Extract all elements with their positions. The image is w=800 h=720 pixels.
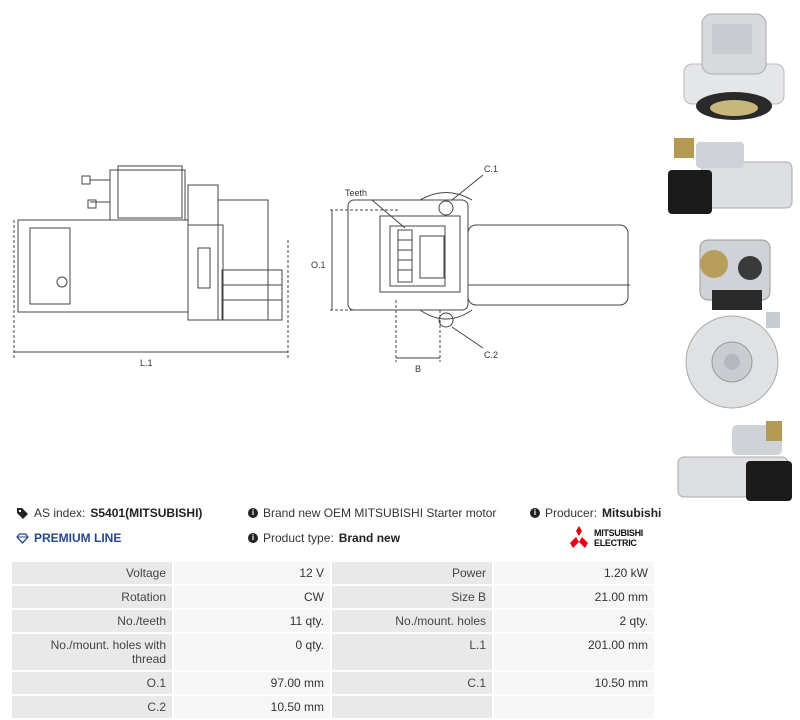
product-photo-3 [662, 228, 800, 323]
diamond-icon [16, 532, 29, 544]
spec-label-cell: Rotation [12, 586, 172, 608]
spec-value-cell: 201.00 mm [494, 634, 654, 670]
spec-value-cell: 1.20 kW [494, 562, 654, 584]
spec-value-cell: 11 qty. [174, 610, 330, 632]
spec-label-cell: L.1 [332, 634, 492, 670]
as-index-label: AS index: [34, 506, 86, 520]
spec-label-cell: No./mount. holes with thread [12, 634, 172, 670]
spec-value-cell: 10.50 mm [494, 672, 654, 694]
info-icon: i [530, 508, 540, 518]
premium-line-badge: PREMIUM LINE [16, 531, 121, 545]
spec-label-cell: Size B [332, 586, 492, 608]
teeth-label: Teeth [345, 188, 367, 198]
o1-label: O.1 [311, 260, 326, 270]
b-label: B [415, 364, 421, 374]
spec-value-cell: 10.50 mm [174, 696, 330, 718]
producer-value: Mitsubishi [602, 506, 662, 520]
description-row: i Brand new OEM MITSUBISHI Starter motor [248, 506, 496, 520]
spec-label-cell: No./mount. holes [332, 610, 492, 632]
side-view-drawing [17, 165, 283, 321]
spec-label-cell: Power [332, 562, 492, 584]
l1-label: L.1 [140, 358, 153, 368]
product-type-row: i Product type: Brand new [248, 531, 400, 545]
info-icon: i [248, 533, 258, 543]
premium-line-text: PREMIUM LINE [34, 531, 122, 545]
info-icon: i [248, 508, 258, 518]
producer-row: i Producer: Mitsubishi [530, 506, 661, 520]
description-text: Brand new OEM MITSUBISHI Starter motor [263, 506, 497, 520]
spec-label-cell [332, 696, 492, 718]
spec-value-cell: 2 qty. [494, 610, 654, 632]
spec-label-cell: C.2 [12, 696, 172, 718]
product-type-label: Product type: [263, 531, 334, 545]
c1-label: C.1 [484, 164, 498, 174]
logo-text-line1: MITSUBISHI [594, 528, 644, 538]
c2-label: C.2 [484, 350, 498, 360]
spec-value-cell: 21.00 mm [494, 586, 654, 608]
spec-value-cell [494, 696, 654, 718]
spec-label-cell: O.1 [12, 672, 172, 694]
product-photo-2 [662, 132, 800, 224]
spec-label-cell: C.1 [332, 672, 492, 694]
mitsubishi-logo: MITSUBISHI ELECTRIC [566, 525, 650, 553]
spec-value-cell: CW [174, 586, 330, 608]
tag-icon [17, 508, 28, 519]
spec-value-cell: 97.00 mm [174, 672, 330, 694]
producer-label: Producer: [545, 506, 598, 520]
spec-label-cell: No./teeth [12, 610, 172, 632]
spec-value-cell: 0 qty. [174, 634, 330, 670]
product-photo-4 [662, 310, 800, 410]
as-index-row: AS index: S5401(MITSUBISHI) [16, 506, 202, 520]
as-index-value: S5401(MITSUBISHI) [90, 506, 203, 520]
spec-value-cell: 12 V [174, 562, 330, 584]
technical-drawing: L.1 O.1 Teeth C.1 C.2 B [13, 164, 630, 374]
product-type-value: Brand new [338, 531, 401, 545]
product-photo-5 [662, 415, 800, 507]
mitsubishi-logo-mark [570, 526, 588, 548]
product-photo-1 [662, 4, 800, 129]
front-view-drawing [347, 192, 630, 328]
spec-label-cell: Voltage [12, 562, 172, 584]
logo-text-line2: ELECTRIC [594, 538, 637, 548]
